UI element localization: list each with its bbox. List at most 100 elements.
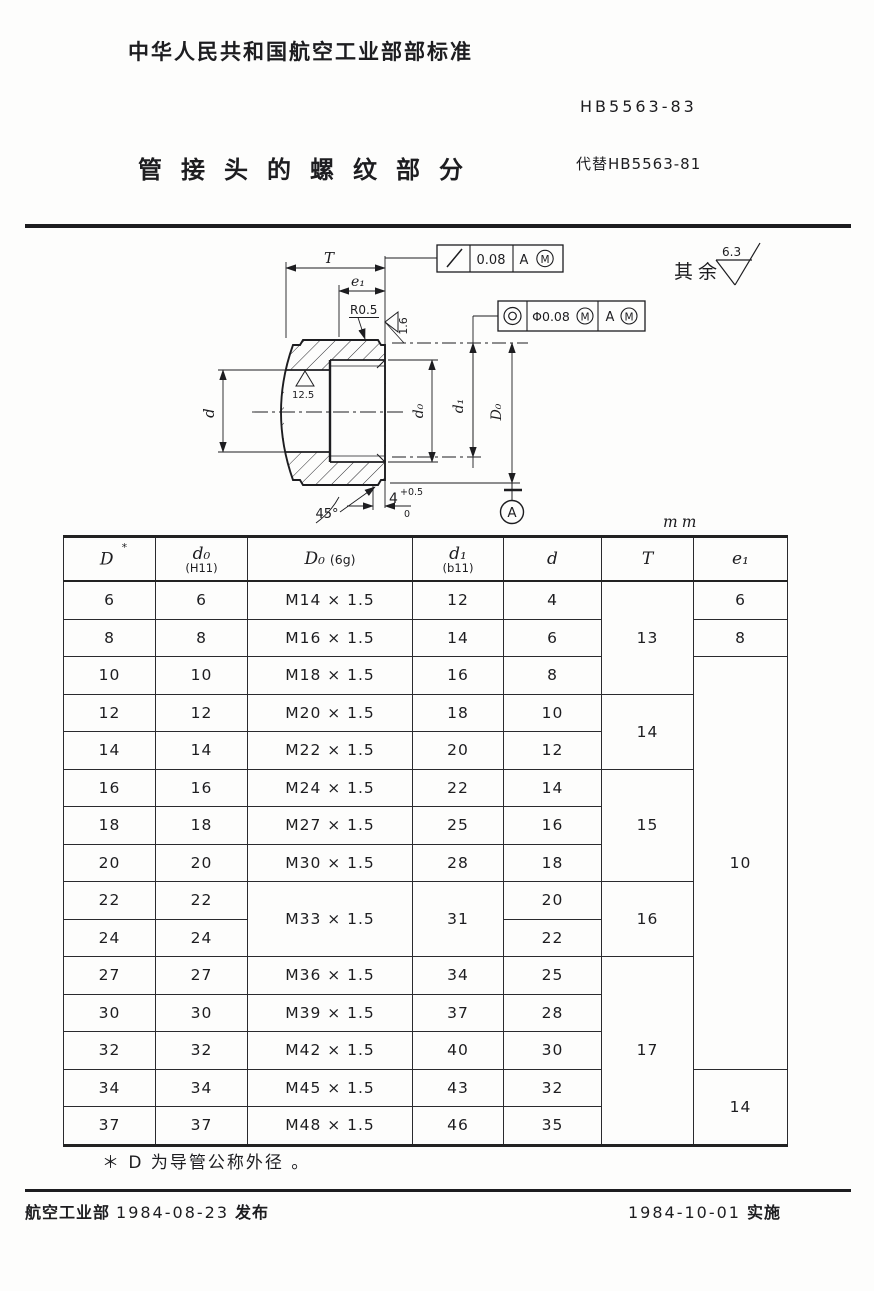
cell-d1: 25 (412, 806, 504, 845)
footnote-text: D 为导管公称外径 。 (128, 1153, 311, 1173)
part-section-view (280, 339, 386, 486)
dim-label-d: d (200, 408, 218, 418)
col-header-D: D* (63, 536, 156, 582)
cell-d: 32 (503, 1068, 602, 1107)
cell-d: 20 (503, 881, 602, 920)
table-row: 6 6 M14 × 1.5 12 4 13 6 (63, 580, 788, 695)
cell-d: 6 (503, 618, 602, 657)
dim-label-D0: D₀ (489, 403, 505, 421)
surface-note-value: 6.3 (722, 245, 741, 259)
cell-d0: 30 (155, 993, 248, 1032)
cell-d1: 46 (412, 1106, 504, 1146)
roughness-face-icon: 1.6 (384, 310, 410, 344)
dim-D0: D₀ (390, 342, 520, 484)
dim-label-T: T (324, 249, 335, 267)
cell-D: 18 (63, 806, 156, 845)
cell-d0: 18 (155, 806, 248, 845)
cell-D0: M30 × 1.5 (247, 843, 413, 882)
cell-T: 17 (601, 956, 694, 1146)
footnote: ＊ D 为导管公称外径 。 (102, 1148, 310, 1173)
roughness-bore-icon: 12.5 (292, 370, 315, 401)
col-header-d0: d₀(H11) (155, 536, 248, 582)
cell-D: 37 (63, 1106, 156, 1146)
cell-D0: M39 × 1.5 (247, 993, 413, 1032)
table-row: 22 22 M33 × 1.5 31 20 16 (63, 881, 788, 957)
dim-label-d0: d₀ (411, 403, 427, 418)
radius-callout: R0.5 (349, 303, 379, 340)
table-row: 20 20 M30 × 1.5 28 18 (63, 843, 788, 882)
cell-D: 34 (63, 1068, 156, 1107)
cell-d: 10 (503, 693, 602, 732)
cell-d: 22 (503, 918, 602, 957)
cell-D: 8 (63, 618, 156, 657)
cell-d0: 24 (155, 918, 248, 957)
cell-D: 30 (63, 993, 156, 1032)
cell-T: 15 (601, 768, 694, 882)
datum-ref: A (520, 253, 529, 268)
footer-impl-label: 实施 (746, 1203, 781, 1222)
tolerance-value: 0.08 (477, 253, 506, 268)
cell-d1: 20 (412, 731, 504, 770)
cell-d: 14 (503, 768, 602, 807)
cell-D: 14 (63, 731, 156, 770)
cell-T: 16 (601, 881, 694, 957)
parallelism-icon (446, 248, 463, 268)
footer-impl-date: 1984-10-01 (628, 1203, 741, 1222)
roughness-bore-value: 12.5 (292, 390, 314, 401)
cell-d0: 6 (155, 580, 248, 620)
cell-d1: 31 (412, 881, 504, 957)
surface-note-prefix: 其余 (674, 261, 722, 283)
dim-T: T (285, 249, 386, 338)
roughness-face-value: 1.6 (397, 317, 410, 335)
cell-d0: 10 (155, 656, 248, 695)
cell-d0: 22 (155, 881, 248, 920)
cell-D: 6 (63, 580, 156, 620)
footer-rule (25, 1189, 851, 1192)
cell-d0: 34 (155, 1068, 248, 1107)
cell-D: 24 (63, 918, 156, 957)
footer-issue-label: 发布 (235, 1203, 270, 1222)
tolerance-frame-parallelism: 0.08 A M (385, 244, 564, 273)
cell-T: 13 (601, 580, 694, 695)
table-row: 12 12 M20 × 1.5 18 10 14 (63, 693, 788, 770)
cell-D: 12 (63, 693, 156, 732)
datum-label: A (507, 505, 517, 521)
material-condition-icon (576, 307, 594, 325)
header-rule (25, 224, 851, 228)
cell-d: 25 (503, 956, 602, 995)
footer-issue-date: 1984-08-23 (116, 1203, 229, 1222)
dim-label-d1: d₁ (451, 399, 467, 414)
svg-text:M: M (624, 312, 633, 324)
table-row: 37 37 M48 × 1.5 46 35 (63, 1106, 788, 1146)
cell-e1: 14 (693, 1068, 788, 1146)
cell-e1: 6 (693, 580, 788, 620)
material-condition-icon (620, 307, 638, 325)
cell-d0: 14 (155, 731, 248, 770)
cell-T: 14 (601, 693, 694, 770)
cell-d1: 34 (412, 956, 504, 995)
cell-D0: M33 × 1.5 (247, 881, 413, 957)
table-row: 16 16 M24 × 1.5 22 14 15 (63, 768, 788, 882)
replaces-note: 代替HB5563-81 (576, 155, 702, 173)
cell-d: 28 (503, 993, 602, 1032)
col-header-d: d (503, 536, 602, 582)
cell-D0: M42 × 1.5 (247, 1031, 413, 1070)
cell-d: 18 (503, 843, 602, 882)
cell-d0: 20 (155, 843, 248, 882)
angle-dim: 45° (315, 486, 376, 524)
datum-ref: A (606, 310, 615, 325)
footer-issuer: 航空工业部 (25, 1203, 111, 1222)
cell-d1: 16 (412, 656, 504, 695)
cell-d: 35 (503, 1106, 602, 1146)
surface-roughness-note: 其余 6.3 (674, 242, 761, 286)
cell-d: 8 (503, 656, 602, 695)
standard-number: HB5563-83 (580, 97, 697, 116)
material-condition-icon (536, 249, 554, 268)
cell-D0: M48 × 1.5 (247, 1106, 413, 1146)
technical-drawing: T e₁ 0.08 A M Φ0.08 (200, 242, 761, 531)
cell-d1: 37 (412, 993, 504, 1032)
angle-label: 45° (315, 507, 338, 522)
cell-D0: M22 × 1.5 (247, 731, 413, 770)
cell-D0: M18 × 1.5 (247, 656, 413, 695)
